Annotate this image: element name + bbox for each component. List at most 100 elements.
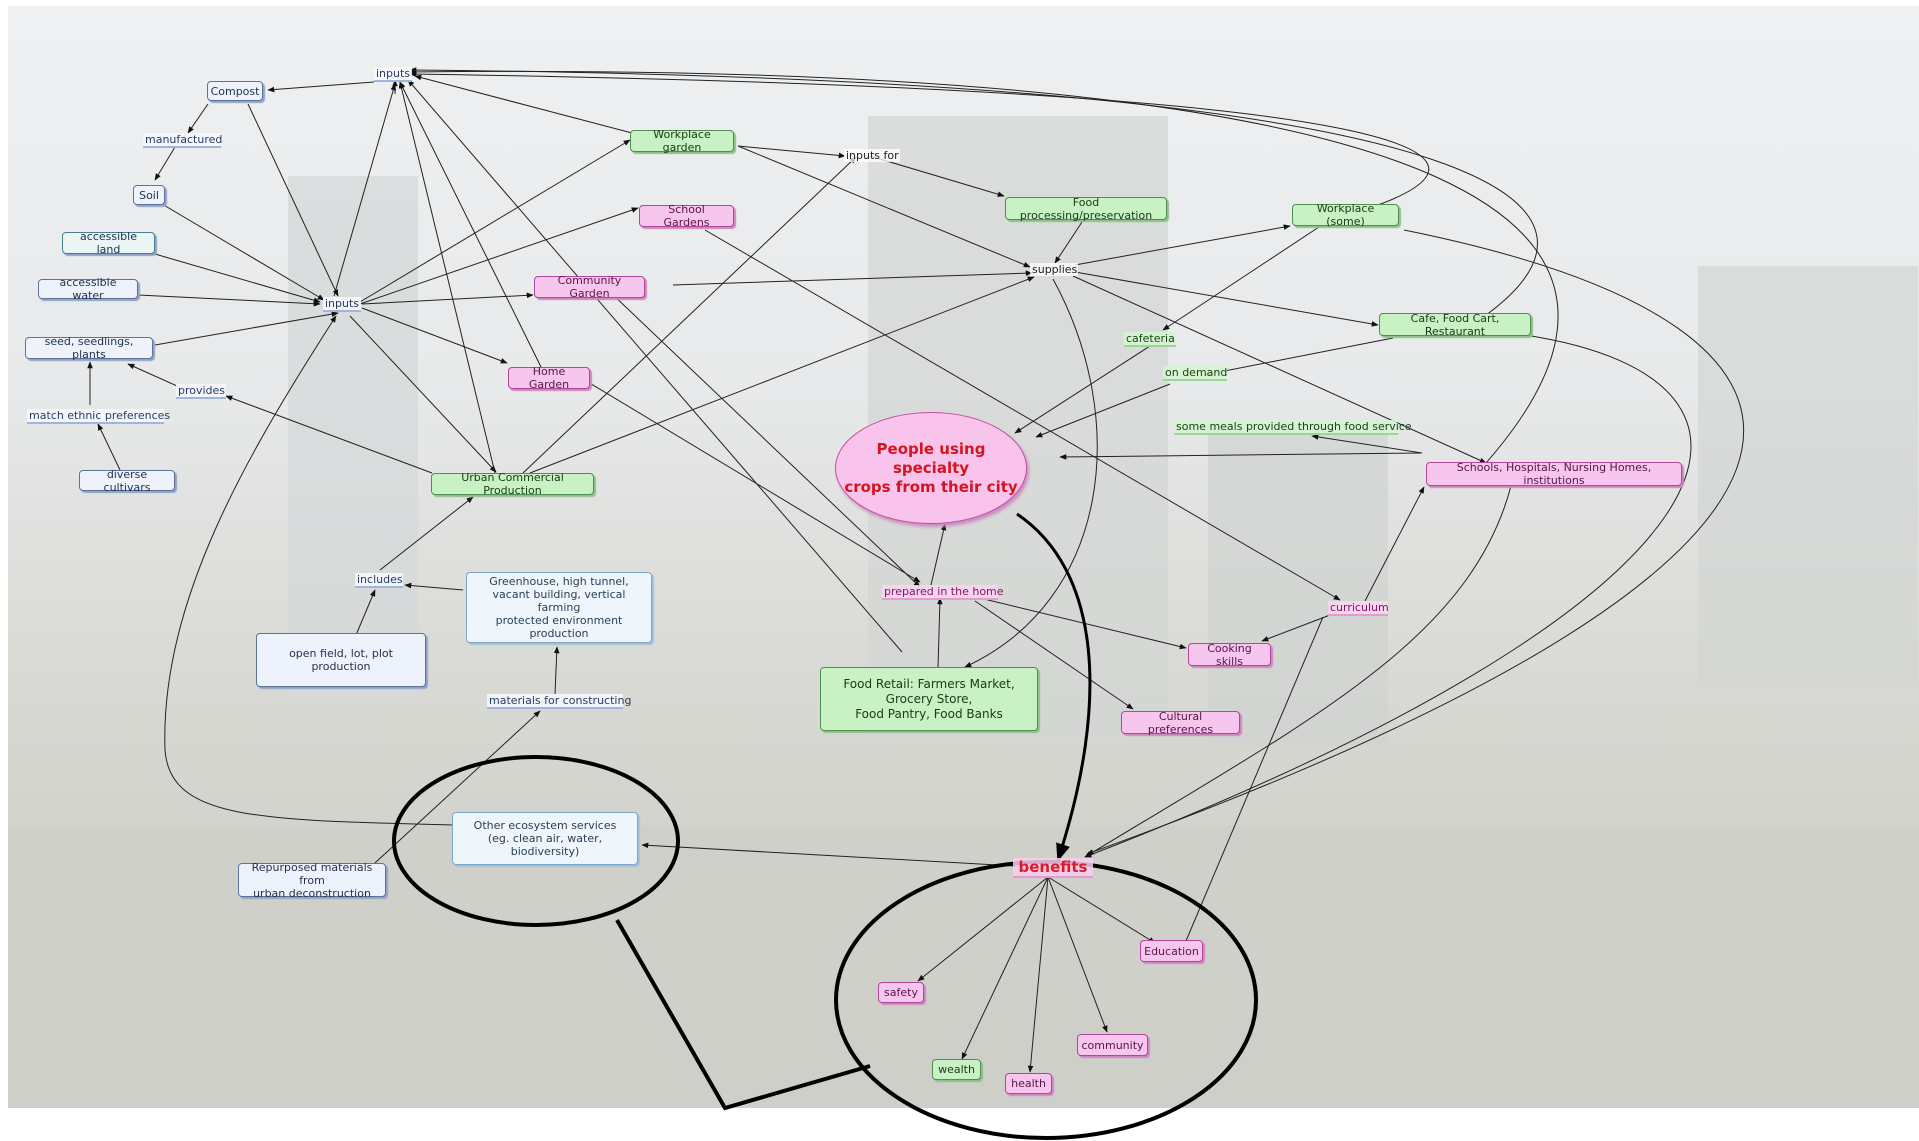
edge [1084,334,1692,858]
edge [937,597,943,669]
label-inputs-mid: inputs [323,297,361,312]
edge [1027,876,1049,1073]
callout-connector [615,919,871,1111]
label-cafeteria: cafeteria [1124,332,1176,347]
node-food-retail[interactable]: Food Retail: Farmers Market, Grocery Sto… [820,667,1038,731]
edge [529,276,1035,474]
city-background-photo [8,6,1919,1108]
label-inputs-for: inputs for [844,149,900,162]
node-accessible-water[interactable]: accessible water [38,276,138,302]
edge [704,229,1341,601]
node-safety[interactable]: safety [878,982,924,1003]
label-manufactured: manufactured [143,133,223,148]
edge [154,311,339,346]
edge [567,369,921,583]
edge [1035,383,1171,438]
node-accessible-land[interactable]: accessible land [62,230,155,256]
edge [404,582,464,591]
label-supplies: supplies [1030,263,1078,276]
edge [641,842,1016,867]
node-workplace-some[interactable]: Workplace (some) [1292,202,1399,228]
edge [333,83,396,297]
edge [154,253,321,303]
edge [267,81,375,93]
node-health[interactable]: health [1005,1073,1052,1094]
edge [672,270,1033,286]
node-open-field[interactable]: open field, lot, plot production [256,633,426,687]
edge [137,294,321,307]
node-seed[interactable]: seed, seedlings, plants [25,335,153,361]
edge [1261,614,1331,642]
node-cafe[interactable]: Cafe, Food Cart, Restaurant [1379,312,1531,338]
edge [737,145,1031,268]
node-cooking-skills[interactable]: Cooking skills [1188,642,1271,668]
edge [164,315,453,826]
edge [1364,486,1425,602]
edge [379,496,474,571]
edge [1059,452,1423,460]
edge [974,600,1134,710]
edge [1074,224,1291,266]
edge [414,74,633,134]
background-building [1208,426,1388,746]
edge [1072,275,1487,464]
edge [553,646,560,695]
edge [1014,345,1151,434]
label-provides: provides [176,384,226,399]
edge [399,81,544,372]
label-some-meals: some meals provided through food service [1174,420,1412,435]
edge [1182,616,1324,949]
node-other-ecosystem[interactable]: Other ecosystem services (eg. clean air,… [452,812,638,865]
node-food-processing[interactable]: Food processing/preservation [1005,196,1167,222]
node-home-garden[interactable]: Home Garden [508,365,590,391]
edge [869,155,1005,197]
edge [1084,485,1512,858]
edge [409,69,1559,474]
label-includes: includes [355,573,403,588]
node-workplace-garden[interactable]: Workplace garden [630,128,734,154]
edge [1047,876,1108,1033]
node-school-gardens[interactable]: School Gardens [639,203,734,229]
edge [359,139,631,303]
edge [187,103,209,134]
node-repurposed[interactable]: Repurposed materials from urban deconstr… [238,861,386,900]
edge [247,103,339,297]
edge [97,423,121,471]
edge [964,278,1098,668]
edge [407,79,903,653]
node-people-using-specialty-crops[interactable]: People using specialty crops from their … [835,412,1027,524]
label-curriculum: curriculum [1328,601,1389,616]
edge [1203,337,1394,377]
edge [225,395,433,474]
node-cultural-preferences[interactable]: Cultural preferences [1121,710,1240,736]
edge [355,589,376,636]
node-community[interactable]: community [1077,1034,1148,1056]
node-greenhouse[interactable]: Greenhouse, high tunnel, vacant building… [466,572,652,643]
edge [361,292,534,305]
node-urban-commercial[interactable]: Urban Commercial Production [431,471,594,497]
edge [917,876,1049,982]
label-materials: materials for constructing [487,694,632,709]
node-education[interactable]: Education [1140,940,1203,962]
node-soil[interactable]: Soil [133,185,165,205]
background-building [288,176,418,696]
node-diverse-cultivars[interactable]: diverse cultivars [79,468,175,494]
edge [1074,271,1379,327]
label-inputs-top: inputs [374,67,412,82]
edge [409,67,1538,319]
edge [361,307,508,364]
node-community-garden[interactable]: Community Garden [534,274,645,300]
edge [1086,229,1745,855]
node-wealth[interactable]: wealth [932,1059,981,1080]
node-benefits[interactable]: benefits [1013,858,1093,878]
edge [961,876,1049,1060]
edge [161,203,325,301]
node-schools[interactable]: Schools, Hospitals, Nursing Homes, insti… [1426,461,1682,487]
node-compost[interactable]: Compost [207,81,263,101]
main-arrow [1016,512,1092,862]
edge [349,315,497,473]
edge [398,81,496,474]
label-prepared-in-home: prepared in the home [882,585,1004,600]
